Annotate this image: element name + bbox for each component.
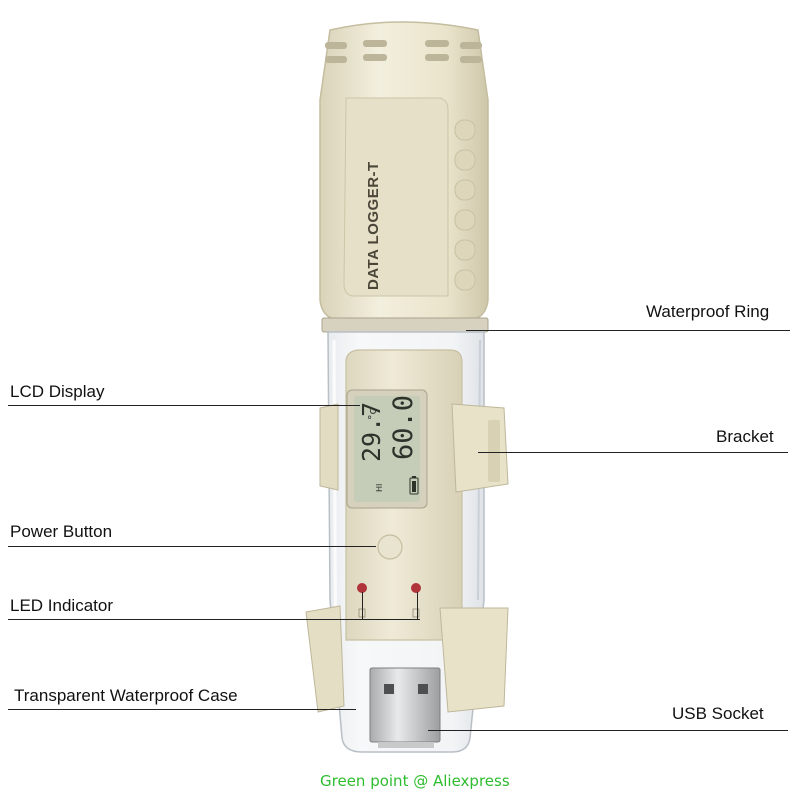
leader-led-indicator xyxy=(8,619,420,620)
lcd-humidity: 60.0 xyxy=(388,395,419,460)
battery-icon xyxy=(409,476,419,495)
lcd-display: 29.7 °c 60.0 HI xyxy=(346,389,428,509)
waterproof-ring xyxy=(321,317,489,333)
leader-lcd-display xyxy=(8,405,360,406)
label-transparent-case: Transparent Waterproof Case xyxy=(14,686,238,705)
leader-power-button xyxy=(8,546,376,547)
grip-ribs xyxy=(454,119,476,291)
lcd-temperature-unit: °c xyxy=(366,408,379,420)
lcd-temperature: 29.7 xyxy=(357,402,386,462)
label-lcd-display: LCD Display xyxy=(10,382,105,401)
leader-led-right-drop xyxy=(417,592,418,619)
leader-transparent-case xyxy=(8,709,356,710)
watermark-text: Green point @ Aliexpress xyxy=(320,772,510,790)
bracket-lower xyxy=(305,605,509,713)
leader-bracket xyxy=(478,452,788,453)
power-button xyxy=(377,534,403,560)
label-usb-socket: USB Socket xyxy=(672,704,764,723)
lcd-mode: HI xyxy=(375,484,384,492)
label-led-indicator: LED Indicator xyxy=(10,596,113,615)
led-left xyxy=(357,583,367,593)
leader-led-left-drop xyxy=(362,592,363,619)
leader-waterproof-ring xyxy=(466,330,790,331)
leader-usb-socket xyxy=(428,730,788,731)
sensor-cap: DATA LOGGER-T xyxy=(319,21,489,321)
label-bracket: Bracket xyxy=(716,427,774,446)
led-indicators xyxy=(357,583,421,618)
usb-socket xyxy=(369,667,441,748)
led-right xyxy=(411,583,421,593)
vent-slots xyxy=(325,40,482,63)
label-waterproof-ring: Waterproof Ring xyxy=(646,302,770,321)
device-brand-text: DATA LOGGER-T xyxy=(365,161,382,290)
label-power-button: Power Button xyxy=(10,522,113,541)
bracket-upper xyxy=(319,403,509,493)
